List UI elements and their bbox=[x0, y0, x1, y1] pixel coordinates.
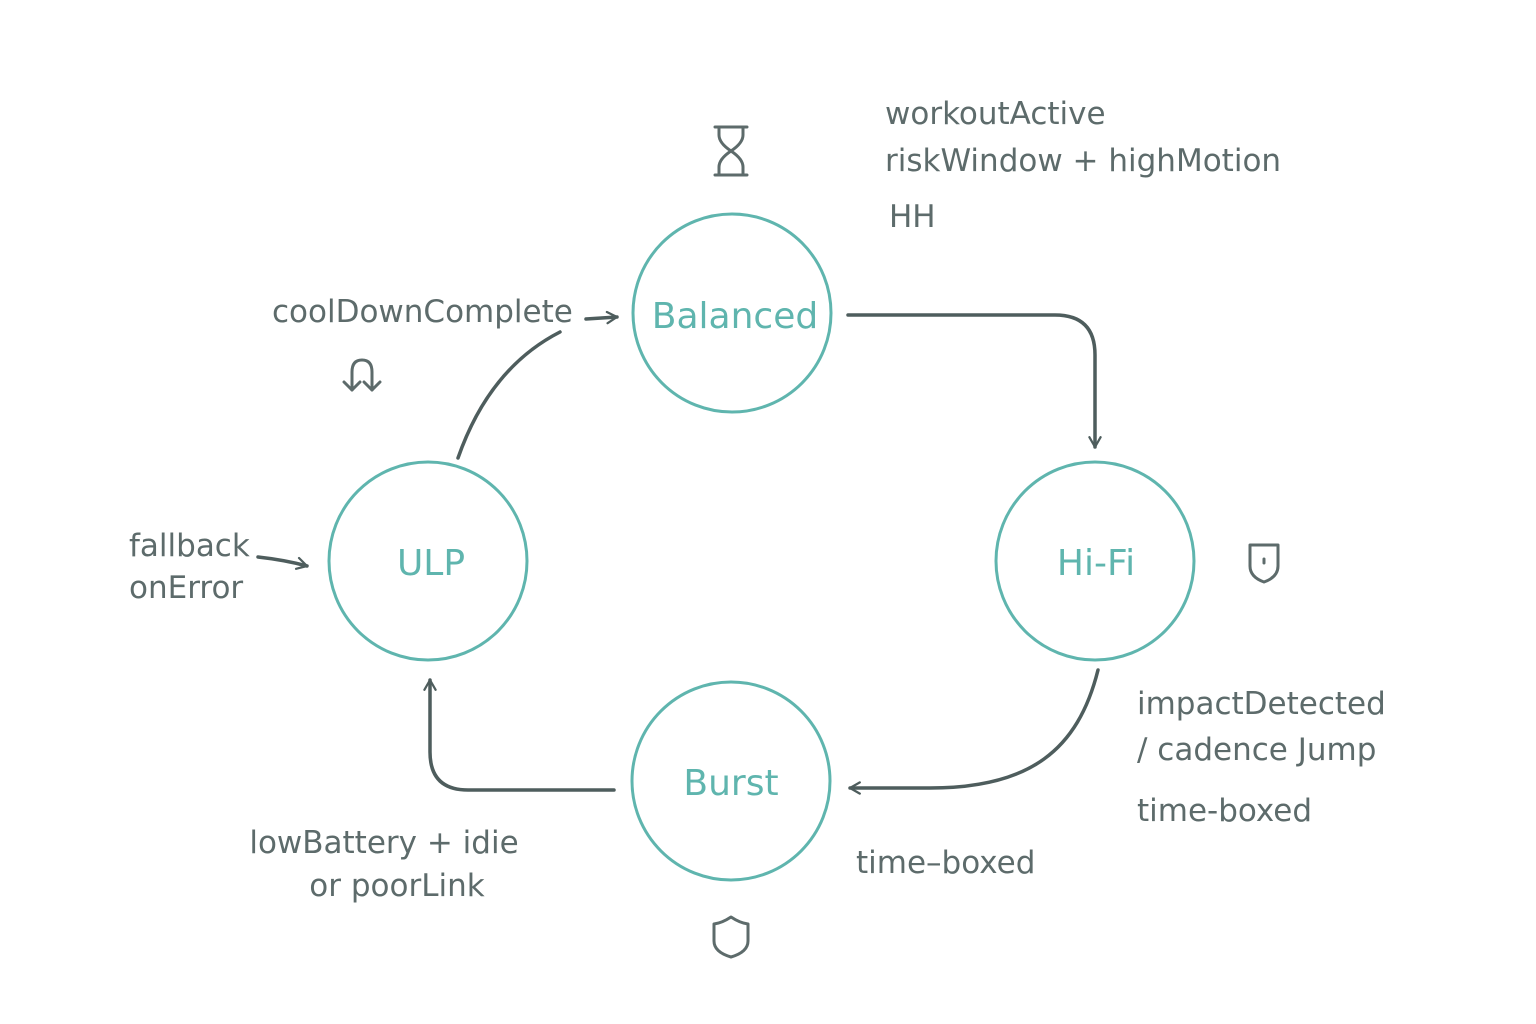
edge-balanced-to-hifi bbox=[846, 313, 1102, 449]
label-workout-active: workoutActive bbox=[885, 96, 1106, 132]
edge-fallback-arrow bbox=[256, 555, 309, 570]
state-label-ulp: ULP bbox=[397, 543, 465, 584]
state-label-balanced: Balanced bbox=[652, 296, 818, 337]
state-node-hifi[interactable]: Hi-Fi bbox=[994, 460, 1196, 662]
state-node-ulp[interactable]: ULP bbox=[327, 460, 529, 662]
state-node-burst[interactable]: Burst bbox=[630, 680, 832, 882]
edge-cooldown-arrow bbox=[584, 310, 619, 325]
label-cooldown-complete: coolDownComplete bbox=[272, 294, 573, 330]
state-label-burst: Burst bbox=[683, 763, 778, 804]
loop-arrows-icon bbox=[342, 358, 382, 392]
hourglass-icon bbox=[713, 125, 749, 177]
label-low-battery: lowBattery + idie bbox=[249, 825, 518, 861]
state-label-hifi: Hi-Fi bbox=[1057, 543, 1135, 584]
label-cadence-jump: / cadence Jump bbox=[1137, 732, 1376, 768]
label-poor-link: or poorLink bbox=[309, 868, 484, 904]
state-node-balanced[interactable]: Balanced bbox=[631, 212, 833, 414]
edge-burst-to-ulp bbox=[423, 678, 616, 792]
edge-hifi-to-burst bbox=[848, 668, 1100, 795]
shield-icon bbox=[1248, 543, 1280, 584]
label-risk-window: riskWindow + highMotion bbox=[885, 143, 1281, 179]
label-time-boxed-burst: time–boxed bbox=[856, 845, 1035, 881]
label-fallback: fallback bbox=[129, 528, 250, 564]
label-on-error: onError bbox=[129, 570, 243, 606]
label-time-boxed-hifi: time-boxed bbox=[1137, 793, 1312, 829]
label-hh: HH bbox=[889, 199, 936, 235]
shield-icon-burst bbox=[712, 915, 750, 959]
label-impact-detected: impactDetected bbox=[1137, 686, 1386, 722]
edge-ulp-to-balanced bbox=[456, 330, 562, 460]
